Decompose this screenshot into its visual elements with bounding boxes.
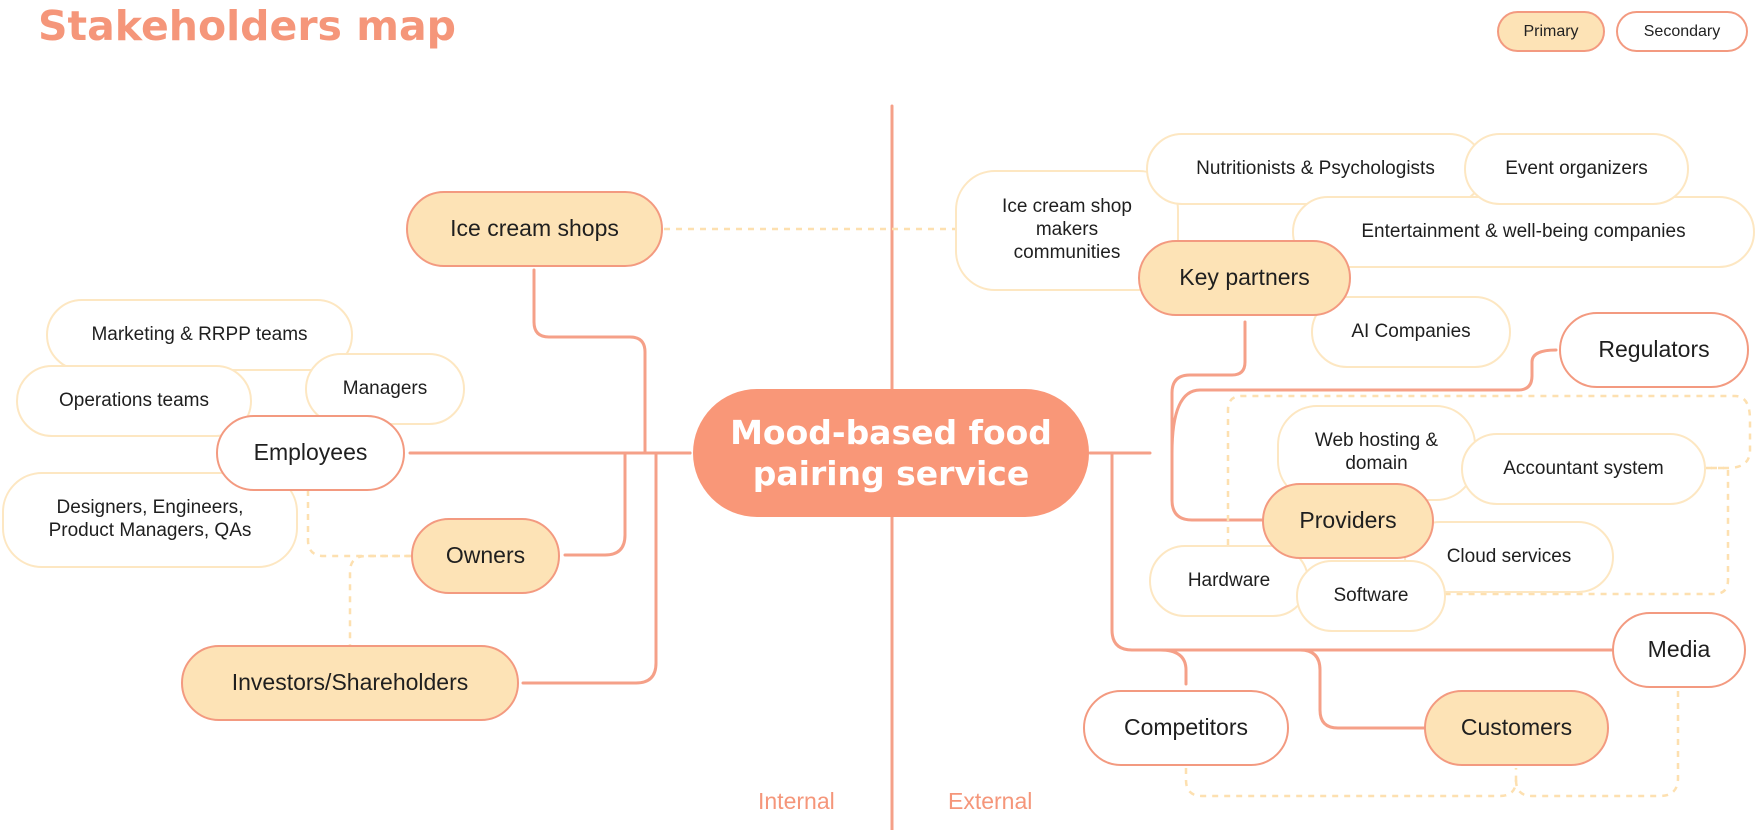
node-operations-teams: Operations teams xyxy=(16,365,252,437)
node-nutritionists: Nutritionists & Psychologists xyxy=(1146,133,1485,205)
node-employees: Employees xyxy=(216,415,405,491)
node-owners: Owners xyxy=(411,518,560,594)
node-competitors: Competitors xyxy=(1083,690,1289,766)
connector-providers xyxy=(1170,451,1264,522)
node-event-organizers: Event organizers xyxy=(1464,133,1689,205)
dashed-owners-investors xyxy=(348,554,412,645)
node-investors-shareholders: Investors/Shareholders xyxy=(181,645,519,721)
node-providers: Providers xyxy=(1262,483,1434,559)
label-external: External xyxy=(948,788,1033,814)
node-regulators: Regulators xyxy=(1559,312,1749,388)
connector-owners xyxy=(563,451,627,557)
node-software: Software xyxy=(1296,560,1446,632)
node-customers: Customers xyxy=(1424,690,1609,766)
connector-competitors xyxy=(1158,648,1188,686)
connector-investors xyxy=(521,451,658,685)
node-key-partners: Key partners xyxy=(1138,240,1351,316)
node-ai-companies: AI Companies xyxy=(1311,296,1511,368)
node-accountant-system: Accountant system xyxy=(1461,433,1706,505)
dashed-employees-owners xyxy=(306,490,412,558)
dashed-competitors-customers xyxy=(1184,768,1518,798)
node-ice-cream-shops: Ice cream shops xyxy=(406,191,663,267)
node-marketing-teams: Marketing & RRPP teams xyxy=(46,299,353,371)
dashed-cloud-software xyxy=(1440,466,1730,596)
label-internal: Internal xyxy=(758,788,835,814)
node-media: Media xyxy=(1612,612,1746,688)
dashed-providers-group xyxy=(1226,394,1752,545)
center-node: Mood-based food pairing service xyxy=(693,389,1089,517)
connector-customers xyxy=(1298,648,1426,730)
connector-regulators xyxy=(1170,348,1558,455)
node-entertainment-companies: Entertainment & well-being companies xyxy=(1292,196,1755,268)
connector-ice-cream-shops xyxy=(532,268,647,455)
legend-primary: Primary xyxy=(1497,11,1605,52)
connector-media xyxy=(1110,451,1614,652)
page-title: Stakeholders map xyxy=(38,2,456,50)
connector-key-partners xyxy=(1170,320,1247,455)
node-hardware: Hardware xyxy=(1149,545,1309,617)
legend-secondary: Secondary xyxy=(1616,11,1748,52)
